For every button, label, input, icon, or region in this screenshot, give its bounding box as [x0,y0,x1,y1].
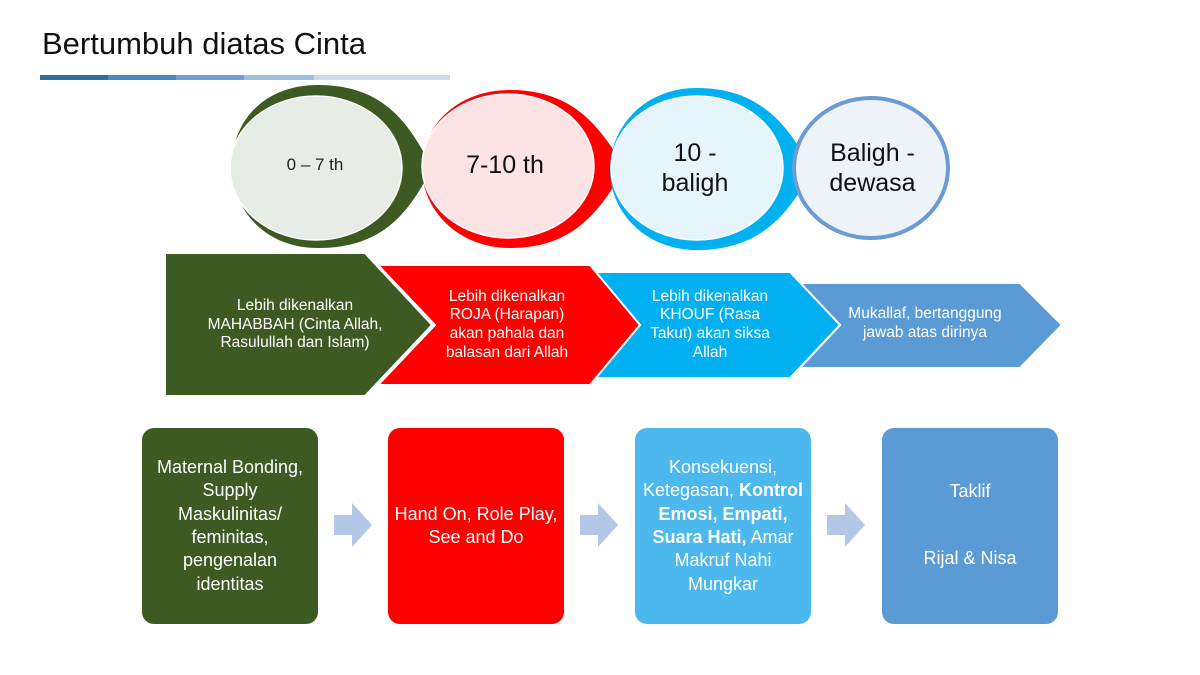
stage-circle-1 [229,95,403,241]
stage-label-4: Baligh - dewasa [829,139,916,197]
chevron-text-3: Lebih dikenalkan KHOUF (Rasa Takut) akan… [650,287,770,361]
box-3: Konsekuensi, Ketegasan, Kontrol Emosi, E… [635,428,811,624]
title-underline [176,75,244,80]
box-1: Maternal Bonding, Supply Maskulinitas/ f… [142,428,318,624]
title-underline [244,75,314,80]
stage-label-1: 0 – 7 th [286,154,344,174]
box-4: Taklif Rijal & Nisa [882,428,1058,624]
box-text-3-bold: Kontrol Emosi, Empati, Suara Hati, [652,480,804,547]
chevron-2 [375,264,642,386]
title-underline [314,75,450,80]
slide-title: Bertumbuh diatas Cinta [42,26,366,61]
stage-circle-4 [792,96,950,240]
stage-circle-3 [610,95,784,241]
box-text-3-pre: Konsekuensi, Ketegasan, [642,456,778,501]
arrow-right-icon [580,503,618,547]
arrow-right-icon [334,503,372,547]
box-text-1: Maternal Bonding, Supply Maskulinitas/ f… [156,456,304,594]
stage-circle-2 [421,93,595,239]
box-text-3: Konsekuensi, Ketegasan, Kontrol Emosi, E… [641,456,805,596]
title-underline [108,75,176,80]
box-2: Hand On, Role Play, See and Do [388,428,564,624]
box-text-3-post: Amar Makruf Nahi Mungkar [674,527,794,594]
box-text-2: Hand On, Role Play, See and Do [394,503,558,547]
chevron-text-2: Lebih dikenalkan ROJA (Harapan) akan pah… [445,287,569,361]
stage-label-3: 10 - baligh [661,139,729,197]
box-text-4-line2: Rijal & Nisa [923,548,1017,569]
chevron-text-4: Mukallaf, bertanggung jawab atas dirinya [848,305,1002,341]
chevron-text-1: Lebih dikenalkan MAHABBAH (Cinta Allah, … [207,297,383,352]
chevron-1 [164,252,434,397]
title-underline [40,75,108,80]
box-text-4-line1: Taklif [949,481,991,501]
stage-label-2: 7-10 th [466,151,544,179]
arrow-right-icon [827,503,865,547]
